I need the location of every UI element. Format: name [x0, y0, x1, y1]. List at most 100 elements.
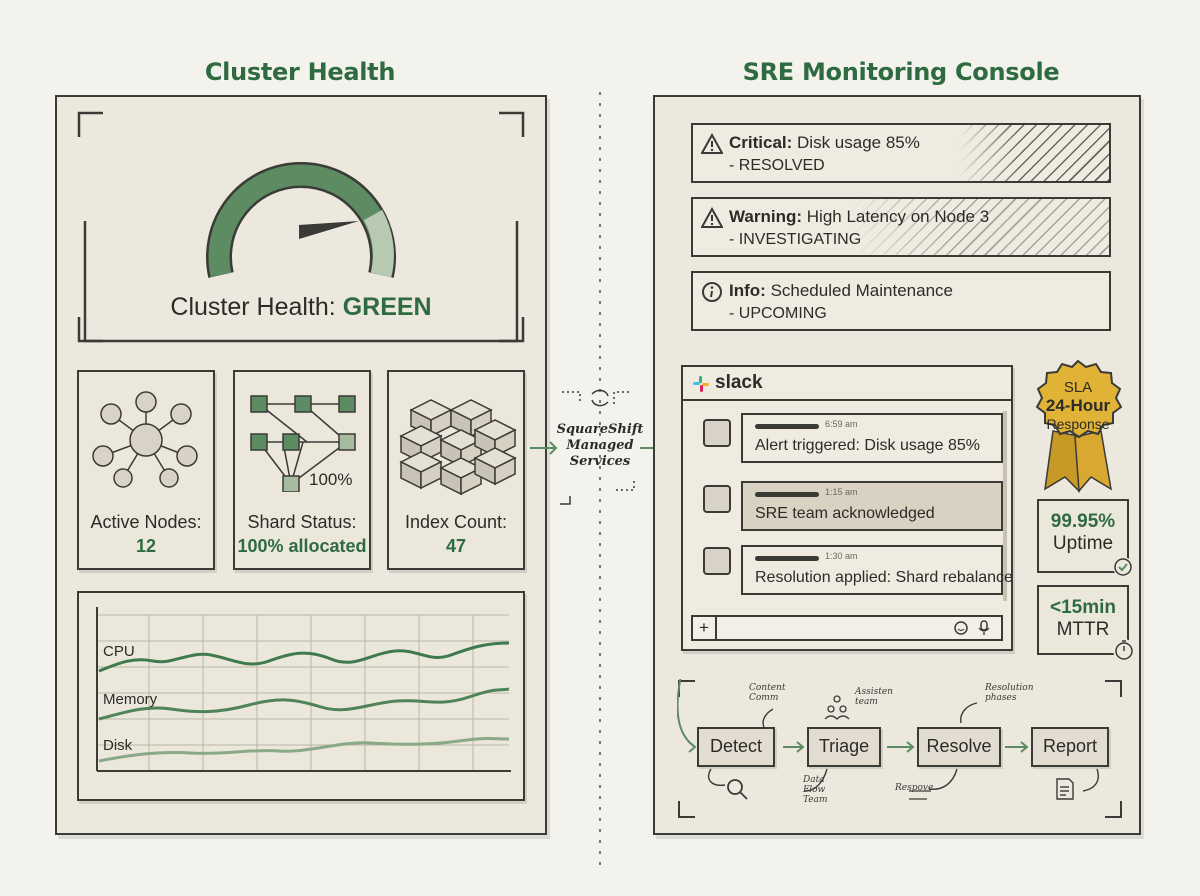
- stopwatch-icon: [1113, 639, 1135, 661]
- sre-console-panel: Critical: Disk usage 85% - RESOLVED Warn…: [653, 95, 1141, 835]
- alert-warning-message: High Latency on Node 3: [806, 207, 990, 226]
- memory-line: [98, 687, 510, 721]
- mttr-value: <15min: [1049, 597, 1116, 618]
- sla-line2: 24-Hour: [1045, 396, 1111, 415]
- team-icon: [824, 695, 850, 720]
- workflow-step-triage[interactable]: Triage: [807, 727, 881, 767]
- workflow-step-detect[interactable]: Detect: [697, 727, 775, 767]
- alert-info-title: Info: Scheduled Maintenance: [729, 281, 953, 301]
- stat-card-shard-status: 100% Shard Status: 100% allocated: [233, 370, 371, 570]
- emoji-icon[interactable]: [953, 620, 969, 636]
- message-compose-bar[interactable]: +: [691, 615, 1003, 641]
- active-nodes-value: 12: [135, 536, 157, 556]
- slack-logo-icon: [693, 376, 709, 392]
- warning-icon: [701, 133, 723, 154]
- alert-info[interactable]: Info: Scheduled Maintenance - UPCOMING: [691, 271, 1111, 331]
- memory-series-label: Memory: [103, 691, 158, 708]
- card-corner-frame: [77, 111, 525, 343]
- message-time: 6:59 am: [825, 419, 858, 429]
- gauge-needle: [299, 221, 359, 239]
- warning-icon: [701, 207, 723, 228]
- message-text: Resolution applied: Shard rebalance: [755, 569, 1013, 586]
- slack-window: slack 6:59 am Alert triggered: Disk usag…: [681, 365, 1013, 651]
- alert-critical-status: - RESOLVED: [729, 157, 825, 174]
- uptime-label: Uptime: [1052, 533, 1114, 554]
- slack-header: slack: [683, 367, 1011, 401]
- slack-message[interactable]: 1:15 am SRE team acknowledged: [741, 481, 1003, 531]
- message-time: 1:15 am: [825, 487, 858, 497]
- shard-percent-badge: 100%: [309, 470, 353, 489]
- sync-icon: [591, 389, 609, 407]
- alert-critical-title: Critical: Disk usage 85%: [729, 133, 920, 153]
- alert-info-level: Info:: [729, 281, 766, 300]
- add-attachment-button[interactable]: +: [693, 617, 717, 639]
- message-text: SRE team acknowledged: [755, 505, 935, 522]
- alert-critical[interactable]: Critical: Disk usage 85% - RESOLVED: [691, 123, 1111, 183]
- cluster-health-panel: Cluster Health: GREEN Active Nodes: 12: [55, 95, 547, 835]
- alert-warning[interactable]: Warning: High Latency on Node 3 - INVEST…: [691, 197, 1111, 257]
- index-count-label: Index Count:: [404, 512, 508, 532]
- cpu-line: [98, 641, 510, 673]
- workflow-frame: [677, 679, 1122, 818]
- sla-badge-icon: [1035, 359, 1123, 493]
- sla-line3: Response: [1046, 416, 1110, 432]
- report-document-icon: [1056, 778, 1074, 800]
- node-network-icon: [92, 391, 198, 488]
- sre-console-title: SRE Monitoring Console: [742, 58, 1060, 86]
- managed-services-line2: Managed: [566, 438, 634, 453]
- check-circle-icon: [1113, 557, 1133, 577]
- gauge-status: GREEN: [342, 293, 432, 321]
- workflow-step-report[interactable]: Report: [1031, 727, 1109, 767]
- alert-warning-title: Warning: High Latency on Node 3: [729, 207, 989, 227]
- metrics-chart-card: CPU Memory Disk: [77, 591, 525, 801]
- workflow-step-resolve[interactable]: Resolve: [917, 727, 1001, 767]
- alert-critical-level: Critical:: [729, 133, 793, 152]
- stat-card-active-nodes: Active Nodes: 12: [77, 370, 215, 570]
- managed-services-line1: SquareShift: [556, 422, 644, 437]
- microphone-icon[interactable]: [977, 620, 991, 636]
- slack-message[interactable]: 1:30 am Resolution applied: Shard rebala…: [741, 545, 1013, 595]
- disk-line: [98, 737, 510, 763]
- shard-grid-icon: [250, 395, 356, 492]
- info-icon: [702, 282, 722, 302]
- alert-info-message: Scheduled Maintenance: [770, 281, 953, 300]
- mttr-label: MTTR: [1056, 619, 1110, 640]
- alert-info-status: - UPCOMING: [729, 305, 827, 322]
- stacked-blocks-icon: [399, 399, 517, 496]
- gauge-card: Cluster Health: GREEN: [77, 111, 525, 343]
- uptime-value: 99.95%: [1050, 511, 1116, 532]
- shard-status-value: 100% allocated: [237, 536, 367, 556]
- metrics-chart-grid: [96, 607, 511, 772]
- uptime-card: 99.95% Uptime: [1037, 499, 1133, 577]
- slack-brand: slack: [715, 372, 763, 393]
- avatar: [703, 547, 731, 575]
- alert-critical-message: Disk usage 85%: [797, 133, 920, 152]
- message-text: Alert triggered: Disk usage 85%: [755, 437, 980, 454]
- managed-services-label: SquareShift Managed Services: [548, 422, 652, 470]
- alert-warning-level: Warning:: [729, 207, 803, 226]
- shard-status-label: Shard Status:: [247, 512, 357, 532]
- magnifier-icon: [727, 779, 748, 800]
- index-count-value: 47: [445, 536, 467, 556]
- center-divider: [599, 92, 601, 872]
- avatar: [703, 419, 731, 447]
- alert-warning-status: - INVESTIGATING: [729, 231, 862, 248]
- slack-scrollbar[interactable]: [1003, 411, 1007, 601]
- note-respove: Respove: [895, 783, 934, 793]
- message-time: 1:30 am: [825, 551, 858, 561]
- disk-series-label: Disk: [103, 737, 133, 754]
- managed-services-line3: Services: [569, 454, 631, 469]
- health-gauge: [206, 162, 396, 278]
- cluster-health-status: Cluster Health: GREEN: [77, 293, 525, 322]
- slack-message[interactable]: 6:59 am Alert triggered: Disk usage 85%: [741, 413, 1003, 463]
- sla-badge-text: SLA 24-Hour Response: [1027, 379, 1129, 433]
- cluster-health-title: Cluster Health: [204, 58, 396, 86]
- active-nodes-label: Active Nodes:: [90, 512, 202, 532]
- stat-card-index-count: Index Count: 47: [387, 370, 525, 570]
- mttr-card: <15min MTTR: [1037, 585, 1135, 661]
